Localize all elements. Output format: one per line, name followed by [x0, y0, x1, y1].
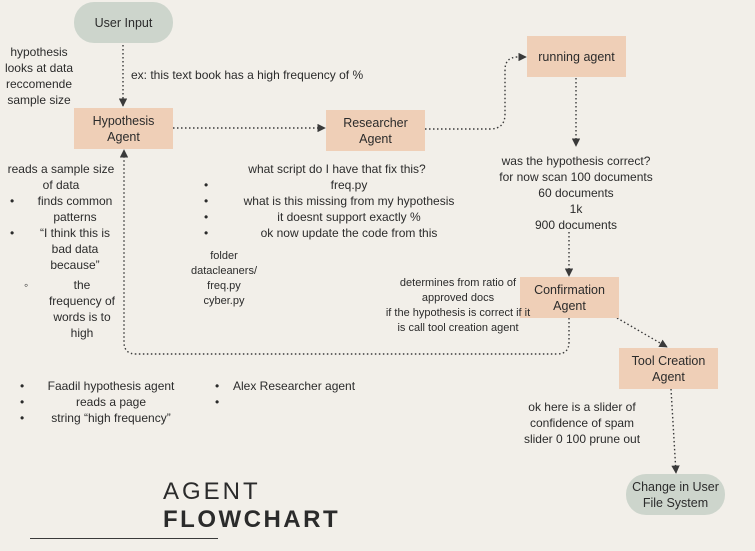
- page-title-line2: FLOWCHART: [163, 506, 341, 533]
- list-item: Alex Researcher agent: [215, 378, 383, 394]
- tool-creation-agent-label-line2: Agent: [652, 369, 685, 384]
- note-line: slider 0 100 prune out: [523, 432, 641, 446]
- list-item: what is this missing from my hypothesis: [204, 193, 476, 209]
- change-user-file-system-node: Change in User File System: [626, 474, 725, 515]
- list-item: it doesnt support exactly %: [204, 209, 476, 225]
- note-line: “I think this is: [39, 226, 111, 240]
- folder-listing: folder datacleaners/ freq.py cyber.py: [180, 249, 268, 309]
- note-line: datacleaners/: [190, 265, 258, 277]
- note-line: confidence of spam: [529, 416, 635, 430]
- note-line: looks at data: [4, 61, 74, 75]
- note-line: sample size: [7, 93, 71, 107]
- tool-creation-agent-node: Tool Creation Agent: [619, 348, 718, 389]
- note-line: reccomende: [5, 77, 73, 91]
- note-line: 900 documents: [534, 218, 618, 232]
- researcher-question-list: freq.py what is this missing from my hyp…: [204, 177, 476, 241]
- list-item: reads a page: [20, 394, 184, 410]
- note-line: ok here is a slider of: [528, 400, 636, 414]
- note-line: words is to: [53, 310, 111, 324]
- confirmation-side-note: determines from ratio of approved docs i…: [372, 276, 544, 336]
- researcher-agent-label-line2: Agent: [359, 131, 392, 146]
- note-line: hypothesis: [10, 45, 68, 59]
- page-title-line1: AGENT: [163, 478, 261, 505]
- file-system-label-line2: File System: [642, 495, 709, 510]
- note-line: patterns: [53, 210, 97, 224]
- researcher-agent-label-line1: Researcher: [343, 115, 408, 130]
- running-agent-node: running agent: [527, 36, 626, 77]
- note-line: high: [70, 326, 94, 340]
- confirmation-agent-label-line1: Confirmation: [534, 282, 605, 297]
- list-item: “I think this is bad data because”: [10, 225, 122, 273]
- note-line: approved docs: [421, 292, 495, 304]
- note-line: of data: [42, 178, 80, 192]
- note-line: 1k: [569, 202, 583, 216]
- bottom-mid-list: Alex Researcher agent: [215, 378, 383, 410]
- slider-note: ok here is a slider of confidence of spa…: [508, 399, 656, 447]
- hypothesis-agent-node: Hypothesis Agent: [74, 108, 173, 149]
- note-line: if the hypothesis is correct if it: [385, 307, 531, 319]
- example-note: ex: this text book has a high frequency …: [131, 68, 364, 82]
- title-underline: [30, 538, 218, 539]
- list-item: finds common patterns: [10, 193, 122, 225]
- note-line: finds common: [37, 194, 113, 208]
- hypothesis-agent-label-line1: Hypothesis: [92, 113, 155, 128]
- hypothesis-agent-label-line2: Agent: [107, 129, 140, 144]
- list-item: ok now update the code from this: [204, 225, 476, 241]
- note-line: frequency of: [48, 294, 116, 308]
- researcher-agent-node: Researcher Agent: [326, 110, 425, 151]
- hypothesis-check-note: was the hypothesis correct? for now scan…: [476, 153, 676, 233]
- edge-confirmation-back-to-hypothesis: [119, 149, 570, 355]
- note-line: the: [73, 278, 91, 292]
- note-line: cyber.py: [203, 295, 245, 307]
- note-line: because”: [50, 258, 100, 272]
- list-item: Faadil hypothesis agent: [20, 378, 184, 394]
- tool-creation-agent-label-line1: Tool Creation: [631, 353, 706, 368]
- researcher-question-heading: what script do I have that fix this?: [248, 162, 426, 176]
- note-line: reads a sample size: [7, 162, 115, 176]
- list-item: string “high frequency”: [20, 410, 184, 426]
- note-line: 60 documents: [538, 186, 614, 200]
- user-input-node: User Input: [74, 2, 173, 43]
- confirmation-agent-node: Confirmation Agent: [520, 277, 619, 318]
- note-line: folder: [210, 250, 238, 262]
- note-line: is call tool creation agent: [397, 322, 519, 334]
- note-line: freq.py: [207, 280, 241, 292]
- left-bullet-list: finds common patterns “I think this is b…: [10, 193, 122, 273]
- left-sub-list: the frequency of words is to high: [24, 277, 122, 341]
- note-line: bad data: [51, 242, 99, 256]
- file-system-label-line1: Change in User: [632, 479, 719, 494]
- list-item: [215, 394, 383, 410]
- hypothesis-side-note: hypothesis looks at data reccomende samp…: [0, 44, 78, 108]
- edge-tool-creation-to-file-system: [670, 388, 680, 474]
- note-line: for now scan 100 documents: [499, 170, 653, 184]
- note-line: was the hypothesis correct?: [501, 154, 651, 168]
- edge-confirmation-to-tool-creation: [616, 317, 668, 348]
- edge-researcher-to-running: [425, 52, 527, 130]
- left-list-intro: reads a sample size of data: [0, 161, 122, 193]
- confirmation-agent-label-line2: Agent: [553, 298, 586, 313]
- list-item: the frequency of words is to high: [24, 277, 122, 341]
- list-item: freq.py: [204, 177, 476, 193]
- bottom-left-list: Faadil hypothesis agent reads a page str…: [20, 378, 184, 426]
- note-line: determines from ratio of: [399, 277, 517, 289]
